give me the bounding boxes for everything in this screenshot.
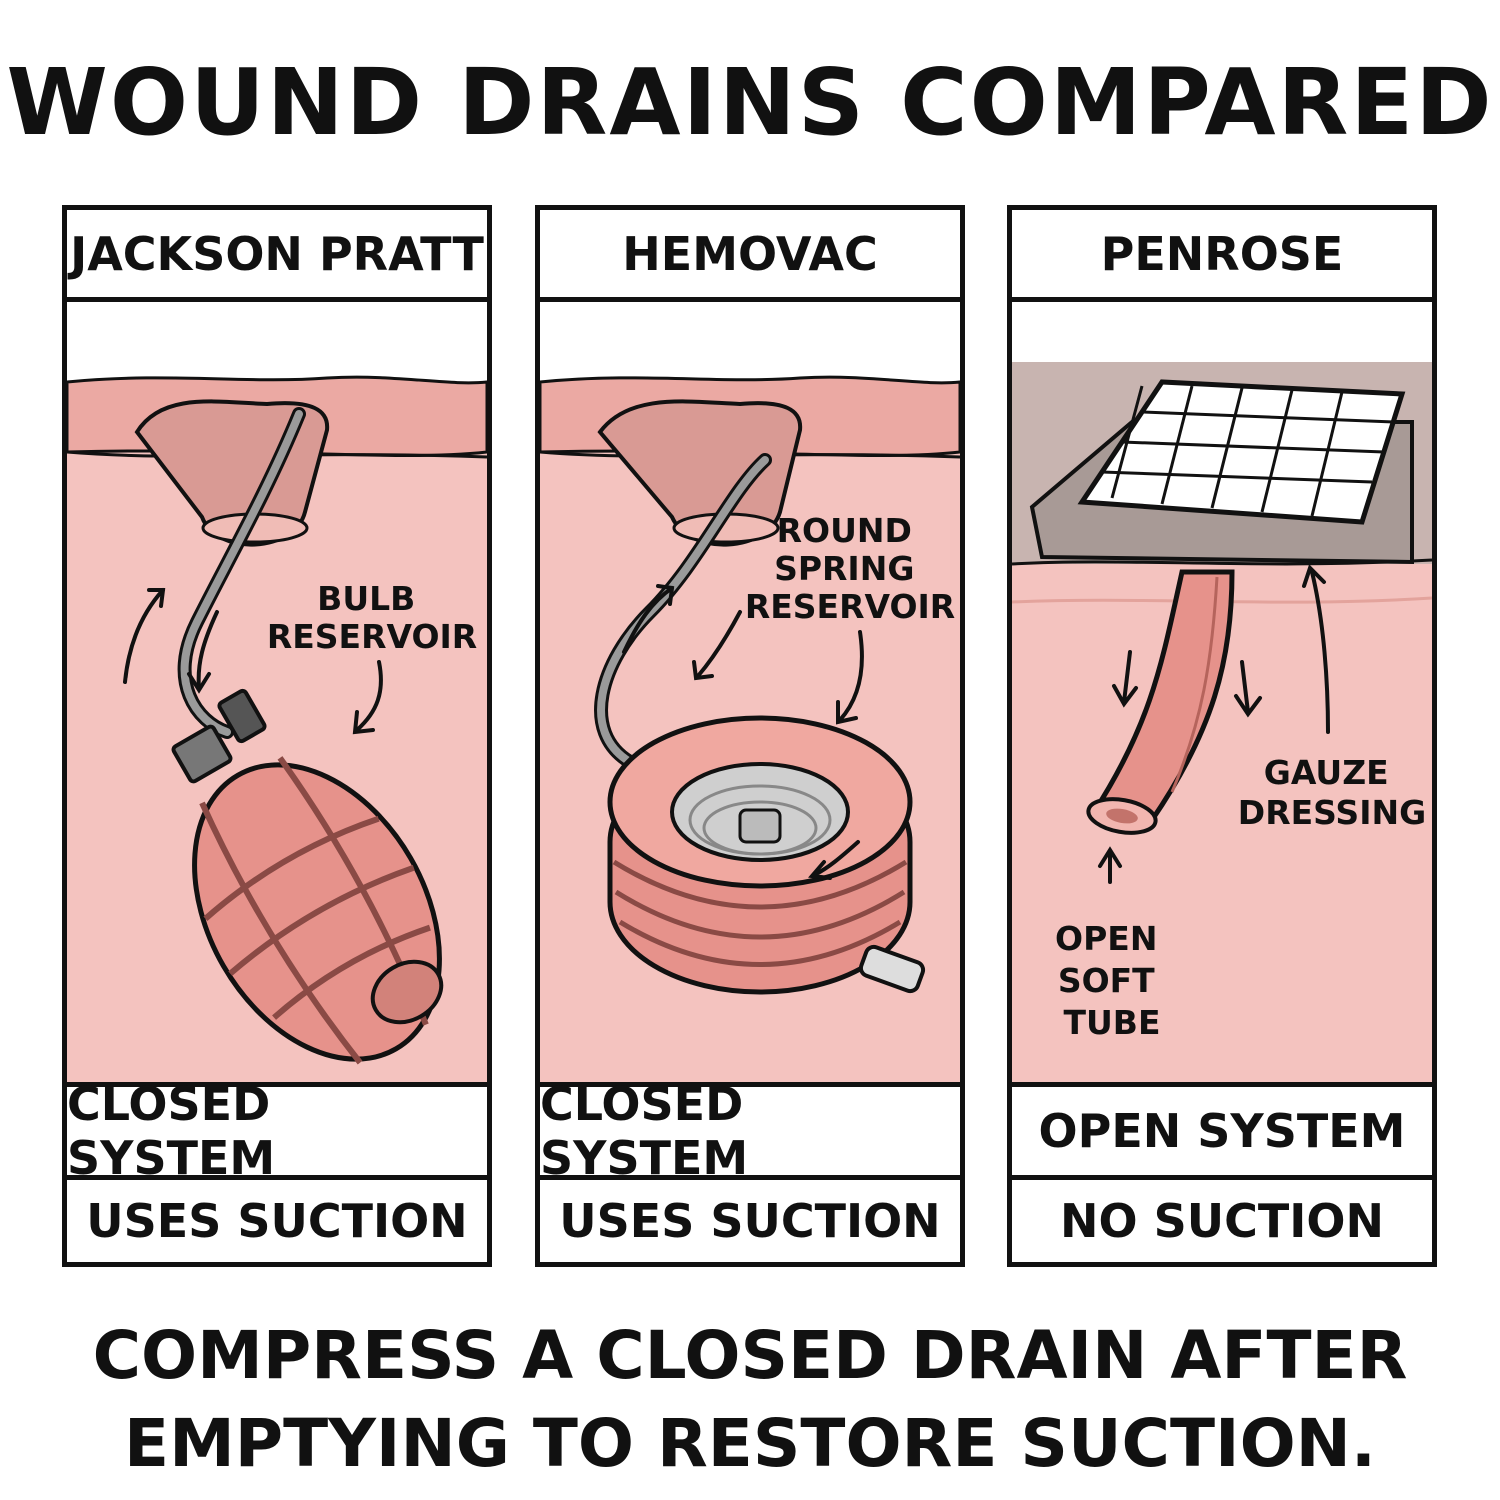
system-type: CLOSED SYSTEM (67, 1077, 487, 1185)
wound-icon (597, 399, 803, 547)
open-soft-tube-label: OPEN SOFT TUBE (1055, 919, 1169, 1042)
reservoir-label: ROUND SPRING RESERVOIR (745, 511, 955, 626)
panel-title: JACKSON PRATT (67, 210, 487, 302)
penrose-tube-icon (1086, 569, 1235, 835)
gauze-dressing-icon (1029, 379, 1414, 565)
drainage-arrows-icon (1098, 564, 1330, 884)
panel-title: HEMOVAC (540, 210, 960, 302)
panel-penrose: PENROSE (1007, 205, 1437, 1267)
flow-arrows-icon (123, 588, 219, 694)
caption-line: EMPTYING TO RESTORE SUCTION. (123, 1405, 1376, 1482)
system-type: OPEN SYSTEM (1012, 1082, 1432, 1180)
bulb-valve-icon (171, 688, 267, 784)
hemovac-illustration: ROUND SPRING RESERVOIR (540, 302, 960, 1082)
gauze-dressing-label: GAUZE DRESSING (1238, 753, 1426, 832)
caption-line: COMPRESS A CLOSED DRAIN AFTER (92, 1317, 1408, 1394)
label-arrow-icon (352, 660, 383, 735)
panel-hemovac: HEMOVAC (535, 205, 965, 1267)
page-title: WOUND DRAINS COMPARED (6, 49, 1494, 156)
bulb-label: BULB RESERVOIR (267, 579, 477, 656)
system-type: CLOSED SYSTEM (540, 1077, 960, 1185)
drain-tube (180, 410, 303, 736)
drain-tube (597, 456, 769, 766)
bulb-reservoir-icon (192, 756, 444, 1065)
jackson-pratt-illustration: BULB RESERVOIR (67, 302, 487, 1082)
penrose-illustration: GAUZE DRESSING OPEN SOFT TUBE (1012, 302, 1432, 1082)
label-arrow-icon (808, 630, 864, 880)
panel-title: PENROSE (1012, 210, 1432, 302)
flow-arrows-icon (622, 584, 742, 681)
caption: COMPRESS A CLOSED DRAIN AFTER EMPTYING T… (0, 1312, 1500, 1488)
wound-icon (134, 399, 330, 547)
suction-type: USES SUCTION (559, 1194, 941, 1248)
panel-jackson-pratt: JACKSON PRATT (62, 205, 492, 1267)
round-spring-reservoir-icon (607, 715, 926, 995)
suction-type: NO SUCTION (1060, 1194, 1384, 1248)
suction-type: USES SUCTION (86, 1194, 468, 1248)
